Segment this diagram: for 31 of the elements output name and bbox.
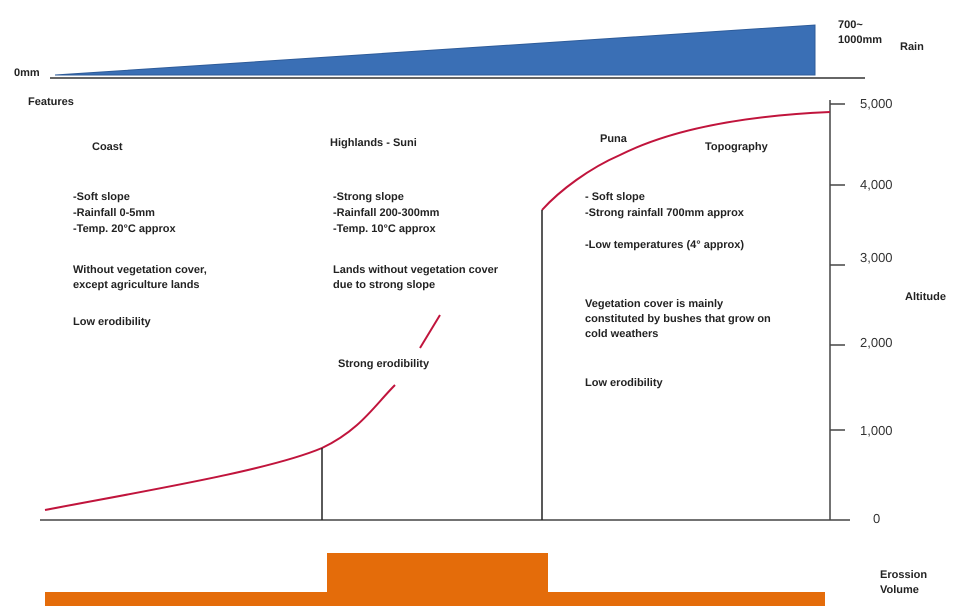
axis-label: Rain	[900, 40, 924, 55]
erodibility-note: Strong erodibility	[338, 357, 430, 372]
feature-item: -Strong slope	[333, 190, 404, 205]
feature-item: -Temp. 20°C approx	[73, 222, 176, 237]
tick-label: 1,000	[860, 423, 893, 438]
axis-label: Topography	[705, 140, 768, 155]
region-heading: Puna	[600, 132, 627, 147]
tick-label: 2,000	[860, 335, 893, 350]
feature-item: -Soft slope	[73, 190, 130, 205]
section-label: Features	[28, 95, 74, 110]
feature-item: -Temp. 10°C approx	[333, 222, 436, 237]
erodibility-note: Low erodibility	[585, 376, 663, 391]
description: Lands without vegetation cover due to strong slope	[333, 263, 500, 293]
tick-label: 5,000	[860, 96, 893, 111]
feature-item: -Strong rainfall 700mm approx	[585, 206, 745, 221]
description: Without vegetation cover, except agriculture lands	[73, 263, 208, 293]
rain-value: 0mm	[14, 66, 40, 81]
axis-label: Altitude	[905, 290, 946, 305]
feature-item: - Soft slope	[585, 190, 645, 205]
feature-item: -Low temperatures (4° approx)	[585, 238, 746, 253]
region-heading: Highlands - Suni	[330, 136, 417, 151]
axis-label: Erossion Volume	[880, 568, 928, 598]
erodibility-note: Low erodibility	[73, 315, 151, 330]
tick-label: 0	[873, 511, 880, 526]
feature-item: -Rainfall 0-5mm	[73, 206, 155, 221]
region-heading: Coast	[92, 140, 123, 155]
tick-label: 3,000	[860, 250, 893, 265]
description: Vegetation cover is mainly constituted by bushes that grow on cold weathers	[585, 297, 772, 342]
tick-label: 4,000	[860, 177, 893, 192]
feature-item: -Rainfall 200-300mm	[333, 206, 440, 221]
rain-value: 700~ 1000mm	[838, 18, 884, 48]
